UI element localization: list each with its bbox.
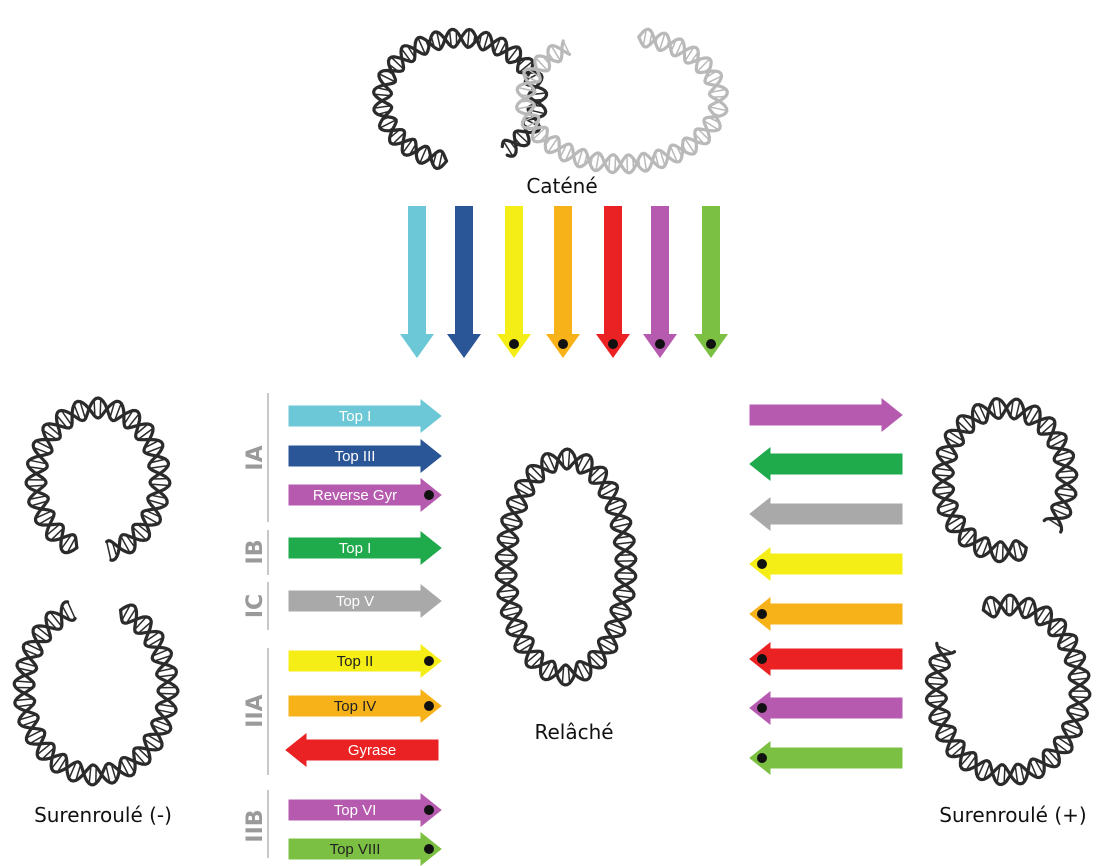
positive-relax-arrow-3 [749,496,903,532]
catalytic-dot [757,703,767,713]
supercoil-negative-upper [24,396,172,562]
enzyme-label: Top II [337,653,374,670]
positive-relax-arrow-7 [749,690,903,726]
enzyme-arrow-top-viii-iib: Top VIII [288,831,442,866]
positive-relax-arrow-5 [749,596,903,632]
enzyme-arrow-reverse-gyr-ia: Reverse Gyr [288,477,442,513]
state-label-catenated: Caténé [526,174,597,198]
class-label-iib: IIB [243,809,268,842]
enzyme-label: Top VIII [330,841,381,858]
catalytic-dot [424,844,434,854]
decatenation-arrow-4 [546,206,580,358]
enzyme-arrow-top-v-ic: Top V [288,583,442,619]
positive-relax-arrow-4 [749,546,903,582]
enzyme-label: Gyrase [348,742,396,759]
decatenation-arrow-6 [643,206,677,358]
state-label-positive-supercoiled: Surenroulé (+) [939,803,1086,827]
class-label-ic: IC [243,594,268,618]
decatenation-arrow-3 [497,206,531,358]
supercoil-positive-lower [924,593,1092,787]
catalytic-dot [757,609,767,619]
enzyme-arrow-top-ii-iia: Top II [288,643,442,679]
catalytic-dot [558,339,568,349]
catenated-ring-dark [371,27,549,171]
supercoil-positive-upper [931,396,1079,564]
decatenation-arrow-5 [596,206,630,358]
state-label-negative-supercoiled: Surenroulé (-) [34,803,172,827]
class-label-iia: IIA [243,694,268,727]
relaxed-ring [494,447,638,687]
enzyme-label: Top III [335,448,376,465]
enzyme-arrow-top-vi-iib: Top VI [288,792,442,828]
catenated-ring-light [515,27,729,175]
enzyme-arrow-top-i-ia: Top I [288,398,442,434]
dna-layer [12,27,1092,787]
catalytic-dot [757,559,767,569]
positive-relax-arrow-1 [749,397,903,433]
enzyme-label: Top V [336,593,374,610]
decatenation-arrow-1 [400,206,434,358]
catalytic-dot [424,656,434,666]
class-label-ib: IB [243,540,268,565]
supercoil-negative-lower [12,600,180,787]
positive-relax-arrow-6 [749,641,903,677]
catalytic-dot [757,753,767,763]
class-label-ia: IA [243,445,268,470]
enzyme-label: Top I [339,408,372,425]
catalytic-dot [424,805,434,815]
enzyme-label: Reverse Gyr [313,487,397,504]
catalytic-dot [706,339,716,349]
catalytic-dot [608,339,618,349]
enzyme-label: Top IV [334,698,377,715]
enzyme-label: Top I [339,540,372,557]
catalytic-dot [757,654,767,664]
enzyme-arrow-top-i-ib: Top I [288,530,442,566]
catalytic-dot [424,490,434,500]
positive-relax-arrow-8 [749,740,903,776]
catalytic-dot [509,339,519,349]
enzyme-arrow-top-iv-iia: Top IV [288,688,442,724]
state-label-relaxed: Relâché [534,720,613,744]
enzyme-label: Top VI [334,802,377,819]
catalytic-dot [424,701,434,711]
class-brackets: IA IB IC IIA IIB [243,393,269,858]
enzyme-arrow-top-iii-ia: Top III [288,438,442,474]
enzyme-arrow-gyrase-iia: Gyrase [285,732,439,768]
positive-relax-arrow-2 [749,446,903,482]
decatenation-arrow-7 [694,206,728,358]
catalytic-dot [655,339,665,349]
decatenation-arrow-2 [447,206,481,358]
